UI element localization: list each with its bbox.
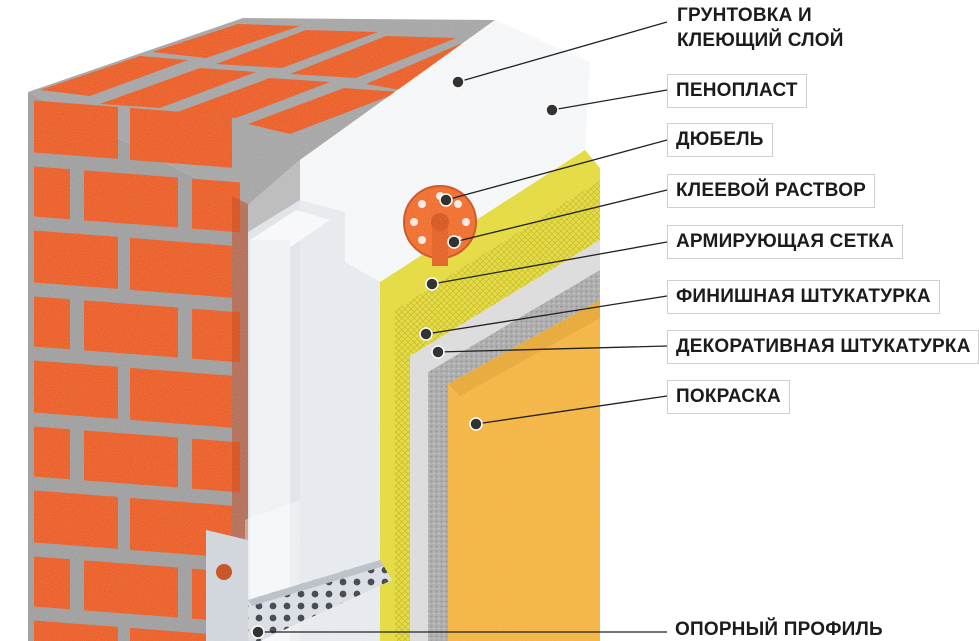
leader-line <box>475 395 668 425</box>
leader-line <box>453 189 668 243</box>
leader-dot <box>251 625 265 639</box>
label-support-profile: ОПОРНЫЙ ПРОФИЛЬ <box>667 613 891 641</box>
leader-lines <box>251 21 668 639</box>
leader-dot <box>451 75 465 89</box>
leader-dot <box>545 103 559 117</box>
leader-dot <box>425 277 439 291</box>
leader-dot <box>431 345 445 359</box>
label-dowel: ДЮБЕЛЬ <box>667 123 773 157</box>
leader-line <box>551 89 668 111</box>
label-foam: ПЕНОПЛАСТ <box>667 74 807 108</box>
label-finish-plaster: ФИНИШНАЯ ШТУКАТУРКА <box>667 280 940 314</box>
leader-line <box>425 295 668 335</box>
label-primer: ГРУНТОВКА И КЛЕЮЩИЙ СЛОЙ <box>667 0 850 56</box>
leader-line <box>445 139 668 201</box>
leader-line <box>431 241 668 285</box>
leader-dot <box>419 327 433 341</box>
label-decor-plaster: ДЕКОРАТИВНАЯ ШТУКАТУРКА <box>667 330 979 364</box>
leader-dot <box>439 193 453 207</box>
label-paint: ПОКРАСКА <box>667 380 790 414</box>
label-glue: КЛЕЕВОЙ РАСТВОР <box>667 174 876 208</box>
leader-line <box>457 21 668 83</box>
leader-dot <box>447 235 461 249</box>
leader-line <box>437 345 668 353</box>
leader-dot <box>469 417 483 431</box>
label-mesh: АРМИРУЮЩАЯ СЕТКА <box>667 225 903 259</box>
